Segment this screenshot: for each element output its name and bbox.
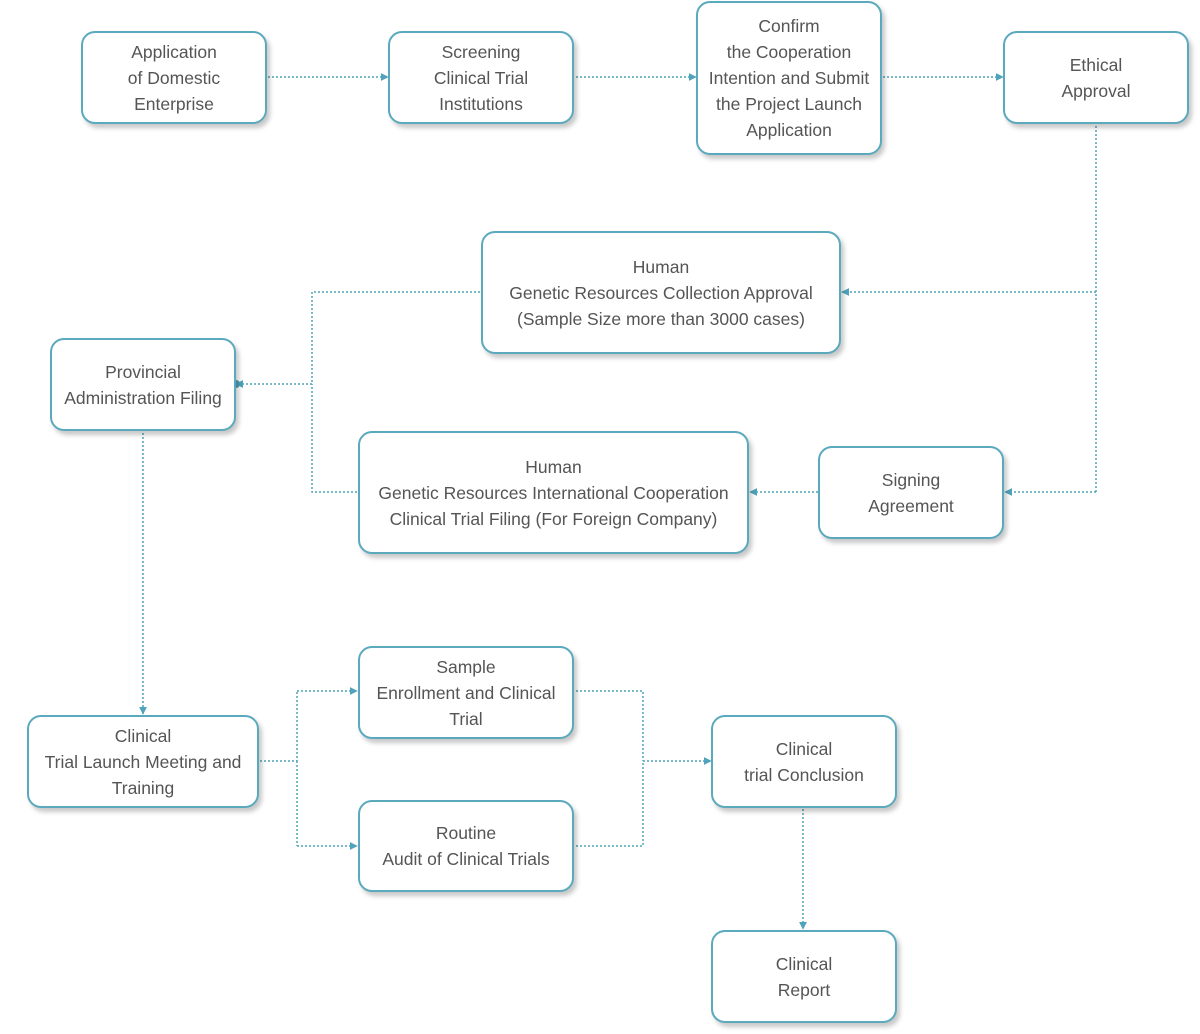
node-signing-agreement: Signing Agreement [818, 446, 1004, 539]
node-text-line: Genetic Resources International Cooperat… [378, 482, 729, 503]
node-ethical-approval: Ethical Approval [1003, 31, 1189, 124]
node-text-line: Approval [1061, 80, 1131, 101]
node-text-line: Clinical Trial [433, 67, 529, 88]
node-text-line: Institutions [439, 93, 523, 114]
connector-hgr-international-branch [311, 384, 357, 493]
node-hgr-international-filing: Human Genetic Resources International Co… [358, 431, 749, 554]
node-text-line: Human [525, 456, 582, 477]
node-text-line: Clinical Trial Filing (For Foreign Compa… [389, 508, 718, 529]
node-trial-conclusion: Clinical trial Conclusion [711, 715, 897, 808]
node-text-line: of Domestic [127, 67, 221, 88]
node-screening: Screening Clinical Trial Institutions [388, 31, 574, 124]
node-text-line: Application [746, 120, 832, 140]
node-text-line: Clinical [775, 953, 833, 974]
node-sample-enrollment: Sample Enrollment and Clinical Trial [358, 646, 574, 739]
node-text-line: Sample [436, 656, 496, 677]
node-text-line: the Cooperation [726, 42, 852, 62]
node-launch-meeting: Clinical Trial Launch Meeting and Traini… [27, 715, 259, 808]
node-routine-audit: Routine Audit of Clinical Trials [358, 800, 574, 892]
node-text-line: Training [111, 777, 175, 798]
node-clinical-report: Clinical Report [711, 930, 897, 1023]
node-text-line: Screening [441, 41, 521, 62]
node-text-line: Enterprise [134, 93, 214, 114]
connector-enrollment-join [576, 690, 644, 761]
node-text-line: Ethical [1069, 54, 1123, 75]
node-text-line: trial Conclusion [744, 764, 864, 785]
node-text-line: Signing [881, 469, 941, 490]
node-text-line: Intention and Submit [708, 68, 870, 88]
node-provincial-filing: Provincial Administration Filing [50, 338, 236, 431]
node-confirm: Confirm the Cooperation Intention and Su… [696, 1, 882, 155]
node-text-line: Human [632, 256, 690, 277]
node-text-line: Clinical [775, 738, 833, 759]
node-text-line: Confirm [758, 16, 820, 36]
node-text-line: Trial Launch Meeting and [44, 751, 242, 772]
node-text-line: Agreement [868, 495, 954, 516]
node-text-line: (Sample Size more than 3000 cases) [517, 308, 805, 329]
node-text-line: Administration Filing [64, 387, 222, 408]
node-text-line: the Project Launch [716, 94, 862, 114]
node-text-line: Audit of Clinical Trials [382, 849, 550, 869]
node-application: Application of Domestic Enterprise [81, 31, 267, 124]
node-text-line: Routine [435, 823, 497, 843]
node-hgr-collection-approval: Human Genetic Resources Collection Appro… [481, 231, 841, 354]
connector-audit-join [576, 761, 644, 847]
node-text-line: Genetic Resources Collection Approval [509, 282, 813, 303]
node-text-line: Clinical [114, 725, 172, 746]
node-text-line: Enrollment and Clinical [376, 682, 556, 703]
node-text-line: Report [777, 979, 831, 1000]
node-text-line: Trial [449, 708, 483, 729]
node-text-line: Application [131, 41, 217, 62]
connector-launch-split [260, 691, 298, 846]
connector-hgr-collection-branch [311, 291, 480, 384]
node-text-line: Provincial [105, 361, 181, 382]
